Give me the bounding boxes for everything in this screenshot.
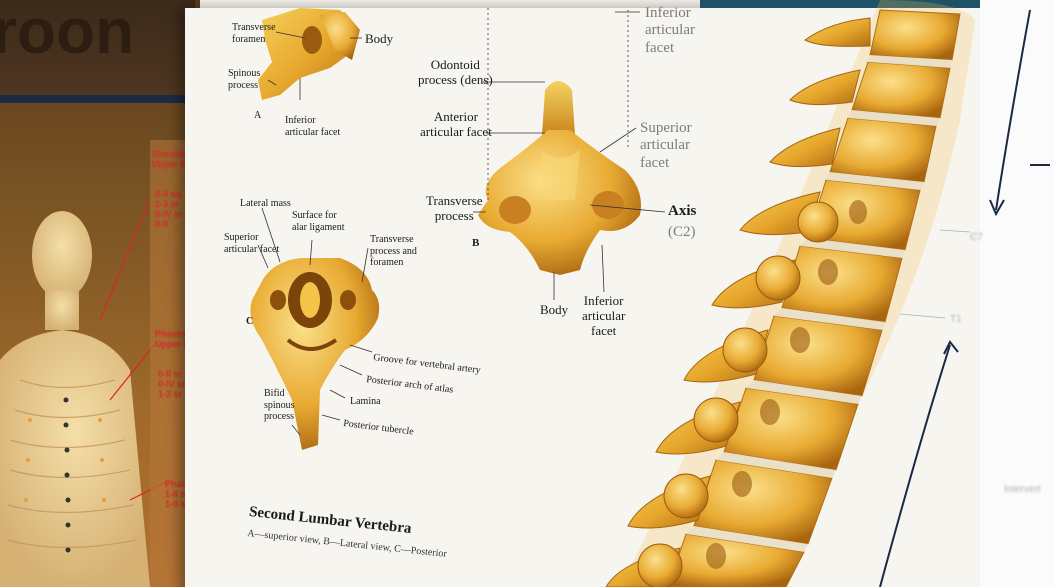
figure-b-axis — [478, 81, 641, 275]
label-bifid-spinous: Bifidspinousprocess — [264, 388, 295, 423]
label-lateral-mass: Lateral mass — [240, 198, 291, 210]
spine-label-c7: C7 — [970, 232, 983, 243]
label-surface-alar: Surface foralar ligament — [292, 210, 344, 233]
label-transverse-process-b: Transverseprocess — [426, 194, 483, 224]
label-body-b: Body — [540, 303, 568, 318]
label-axis-code: (C2) — [668, 224, 696, 241]
label-lamina: Lamina — [350, 396, 381, 408]
spine-label-t1: T1 — [950, 314, 962, 325]
label-superior-facet-c: Superiorarticular facet — [224, 232, 279, 255]
letter-b: B — [472, 237, 479, 250]
label-odontoid: Odontoidprocess (dens) — [418, 58, 493, 88]
label-transverse-process-c: Transverseprocess andforamen — [370, 234, 417, 269]
label-spinous-process-a: Spinousprocess — [228, 68, 260, 91]
letter-c: C — [246, 316, 253, 328]
label-axis: Axis — [668, 203, 696, 220]
label-transverse-foramen-a: Transverseforamen — [232, 22, 276, 45]
label-top-inferior-facet: Inferiorarticularfacet — [645, 5, 695, 57]
label-superior-facet-b: Superiorarticularfacet — [640, 120, 692, 172]
label-body-a: Body — [365, 32, 393, 47]
label-inferior-facet-b: Inferiorarticularfacet — [582, 294, 625, 339]
letter-a: A — [254, 110, 261, 122]
spine-column — [606, 0, 975, 587]
label-anterior-facet: Anteriorarticular facet — [420, 110, 492, 140]
right-blur-text: Intervert — [1004, 484, 1041, 495]
label-inferior-facet-a: Inferiorarticular facet — [285, 115, 340, 138]
